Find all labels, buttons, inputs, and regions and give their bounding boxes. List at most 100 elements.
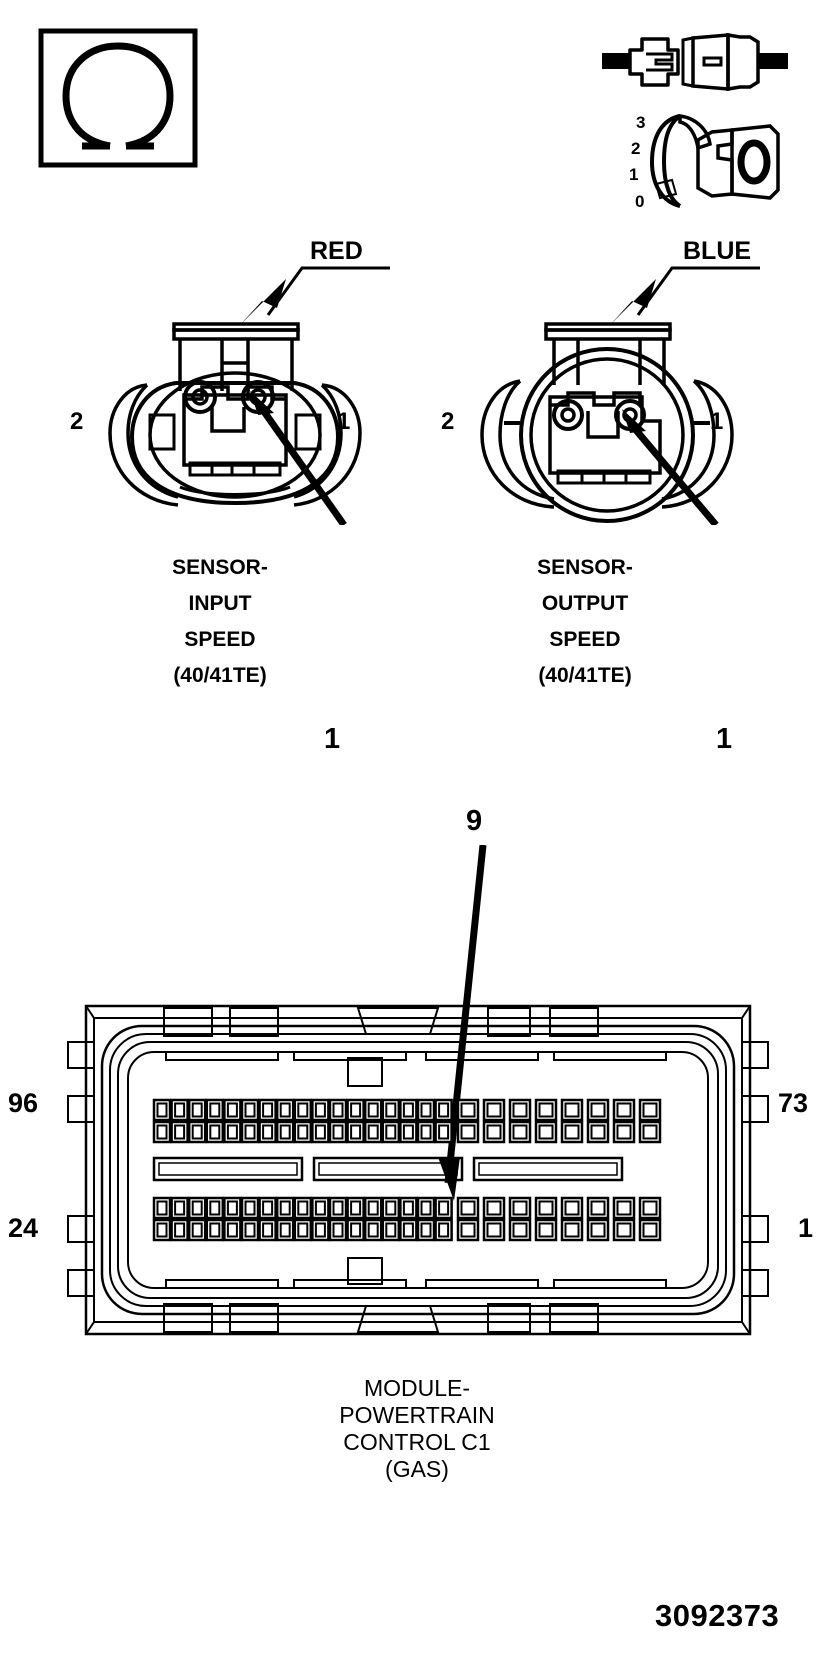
module-name-line-1: MODULE-	[363, 1375, 471, 1401]
connector-right-pin-2-label: 2	[441, 408, 455, 435]
pcm-pin	[328, 1120, 348, 1144]
name-line-4: (40/41TE)	[538, 664, 632, 687]
pcm-pin	[311, 1218, 330, 1242]
pcm-pin	[275, 1120, 295, 1144]
pcm-pin	[586, 1098, 610, 1122]
pcm-pin	[346, 1098, 365, 1122]
ignition-position-1: 1	[629, 165, 638, 184]
pcm-pin	[399, 1218, 418, 1242]
connector-input-speed-sensor	[72, 235, 402, 525]
input-speed-sensor-name: SENSOR- INPUT SPEED (40/41TE)	[130, 550, 310, 694]
pcm-pin	[612, 1098, 636, 1122]
pcm-pin	[638, 1120, 662, 1144]
connector-body	[480, 322, 734, 523]
pcm-pin	[363, 1120, 383, 1144]
ignition-position-0: 0	[635, 192, 644, 211]
pcm-pin	[328, 1218, 348, 1242]
pcm-pin	[346, 1218, 365, 1242]
pcm-pin	[586, 1218, 610, 1242]
pcm-pin	[638, 1098, 662, 1122]
pcm-pin	[381, 1218, 401, 1242]
pcm-pin	[482, 1098, 506, 1122]
pcm-pin	[416, 1120, 436, 1144]
pcm-pin	[293, 1196, 313, 1220]
diagram-part-number: 3092373	[655, 1598, 780, 1633]
connector-left-pin-2-label: 2	[70, 408, 84, 435]
pcm-pin	[311, 1120, 330, 1144]
ohm-meter-symbol-box	[38, 28, 198, 168]
pcm-pin	[399, 1196, 418, 1220]
pcm-pin	[534, 1098, 558, 1122]
pcm-pin	[205, 1098, 225, 1122]
module-name-label: MODULE- POWERTRAIN CONTROL C1 (GAS)	[257, 1375, 577, 1483]
pcm-pin	[293, 1098, 313, 1122]
pcm-pin	[612, 1196, 636, 1220]
name-line-1: SENSOR-	[172, 556, 268, 579]
ohm-icon	[38, 28, 198, 168]
pcm-pin	[363, 1098, 383, 1122]
pcm-pin	[328, 1098, 348, 1122]
probe-arrow-pin1	[250, 391, 347, 525]
pcm-pin	[416, 1196, 436, 1220]
pcm-pin	[311, 1098, 330, 1122]
pcm-pin	[586, 1196, 610, 1220]
pcm-pin	[381, 1098, 401, 1122]
pcm-pin	[311, 1196, 330, 1220]
pcm-pin	[223, 1120, 242, 1144]
probe-arrow-pin1	[622, 409, 719, 525]
pcm-pin	[534, 1120, 558, 1144]
blue-wire-label: BLUE	[683, 237, 752, 265]
pcm-pin	[399, 1098, 418, 1122]
pcm-pin	[152, 1120, 172, 1144]
name-line-2: OUTPUT	[541, 592, 629, 615]
pin-field-lower	[152, 1196, 662, 1242]
pcm-pin	[363, 1218, 383, 1242]
module-corner-pin-24: 24	[8, 1213, 39, 1243]
red-wire-leader	[240, 266, 390, 325]
connector-right-pin-1-label: 1	[710, 408, 724, 435]
pcm-pin	[381, 1196, 401, 1220]
pcm-pin	[187, 1218, 207, 1242]
housing-mount-tabs	[67, 1041, 769, 1297]
pcm-pin	[240, 1098, 260, 1122]
pcm-pin	[205, 1196, 225, 1220]
pcm-pin	[482, 1218, 506, 1242]
pcm-pin	[456, 1120, 480, 1144]
module-corner-pin-1: 1	[798, 1213, 814, 1243]
pcm-pin	[223, 1196, 242, 1220]
red-wire-label: RED	[310, 237, 363, 265]
module-corner-pin-73: 73	[778, 1088, 809, 1118]
connector-output-speed-sensor	[442, 235, 772, 525]
pcm-pin	[258, 1120, 277, 1144]
pcm-pin	[456, 1196, 480, 1220]
pcm-pin	[416, 1098, 436, 1122]
name-line-3: SPEED	[549, 628, 621, 651]
pcm-pin	[170, 1098, 189, 1122]
terminal-pin-2	[183, 380, 217, 414]
pcm-pin	[612, 1120, 636, 1144]
terminal-pin-2	[552, 399, 584, 431]
pcm-pin	[560, 1218, 584, 1242]
pcm-pin	[612, 1218, 636, 1242]
pcm-pin	[534, 1218, 558, 1242]
module-name-line-3: CONTROL C1	[343, 1429, 491, 1455]
pcm-pin	[508, 1196, 532, 1220]
pcm-pin	[275, 1098, 295, 1122]
name-line-4: (40/41TE)	[173, 664, 267, 687]
pcm-pin	[258, 1218, 277, 1242]
pcm-pin	[399, 1120, 418, 1144]
pcm-pin	[187, 1098, 207, 1122]
pcm-pin	[434, 1196, 453, 1220]
pcm-pin	[275, 1218, 295, 1242]
pcm-pin	[346, 1196, 365, 1220]
pcm-pin	[560, 1196, 584, 1220]
pcm-pin	[258, 1098, 277, 1122]
pcm-pin	[482, 1120, 506, 1144]
pcm-pin	[293, 1120, 313, 1144]
pcm-pin	[381, 1120, 401, 1144]
input-sensor-probe-callout: 1	[324, 723, 341, 755]
pcm-pin	[508, 1098, 532, 1122]
module-name-line-2: POWERTRAIN	[339, 1402, 495, 1428]
pcm-pin	[560, 1120, 584, 1144]
pcm-pin	[638, 1196, 662, 1220]
